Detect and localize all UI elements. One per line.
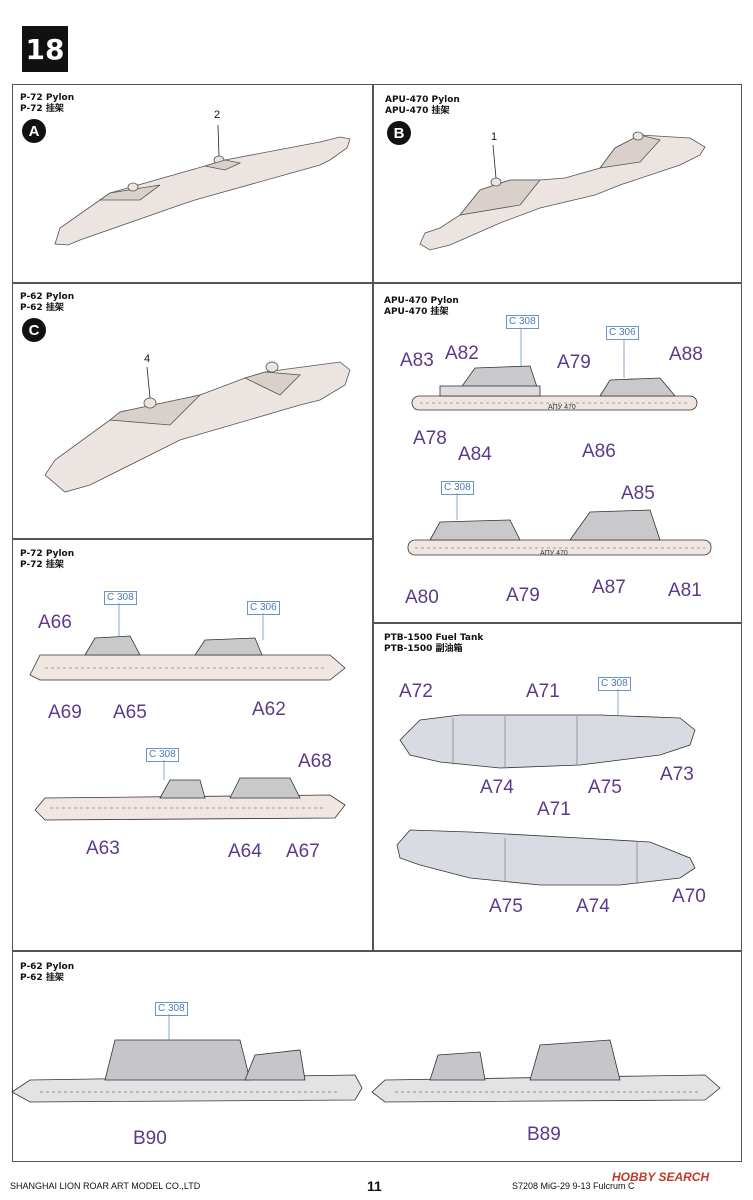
label-a72: A72 (399, 681, 433, 702)
footer-watermark: HOBBY SEARCH (612, 1170, 710, 1184)
label-a79-top: A79 (557, 352, 591, 373)
p62-side-view-right (371, 1039, 721, 1103)
footer-page-number: 11 (367, 1178, 382, 1194)
label-b90: B90 (133, 1128, 167, 1149)
panel-p62-frame (12, 950, 742, 1162)
apu470-pylon-3d-drawing (419, 131, 706, 251)
p72-cref-3: C 308 (146, 748, 179, 762)
label-a82: A82 (445, 343, 479, 364)
label-a67: A67 (286, 841, 320, 862)
label-a74-top: A74 (480, 777, 514, 798)
panel-b-title-en: APU-470 Pylon (385, 95, 460, 105)
panel-p72-title-en: P-72 Pylon (20, 549, 75, 559)
label-a68: A68 (298, 751, 332, 772)
apu-cref-2: C 306 (606, 326, 639, 340)
label-a73: A73 (660, 764, 694, 785)
label-a78: A78 (413, 428, 447, 449)
label-a64: A64 (228, 841, 262, 862)
label-b89: B89 (527, 1124, 561, 1145)
p62-pylon-3d-drawing (44, 361, 351, 493)
panel-b-title: APU-470 Pylon APU-470 挂架 (385, 95, 460, 117)
step-number: 18 (22, 26, 68, 72)
label-a75-bottom: A75 (489, 896, 523, 917)
ptb1500-side-view-top (399, 689, 696, 769)
panel-ptb-title: PTB-1500 Fuel Tank PTB-1500 副油箱 (384, 633, 483, 655)
label-a88: A88 (669, 344, 703, 365)
panel-apu-title: APU-470 Pylon APU-470 挂架 (384, 296, 459, 318)
p72-pylon-3d-drawing (54, 124, 351, 246)
panel-apu-title-en: APU-470 Pylon (384, 296, 459, 306)
p62-side-view-left (11, 1014, 363, 1103)
panel-p72-frame (12, 538, 374, 952)
panel-apu-title-cn: APU-470 挂架 (384, 307, 449, 317)
panel-p62-title-cn: P-62 挂架 (20, 973, 64, 983)
panel-apu-frame (372, 282, 742, 624)
label-a69: A69 (48, 702, 82, 723)
panel-b-title-cn: APU-470 挂架 (385, 106, 450, 116)
panel-a-frame (12, 84, 374, 284)
panel-ptb-title-cn: PTB-1500 副油箱 (384, 644, 463, 654)
footer-company: SHANGHAI LION ROAR ART MODEL CO.,LTD (10, 1181, 201, 1191)
label-a83: A83 (400, 350, 434, 371)
panel-a-title-en: P-72 Pylon (20, 93, 75, 103)
panel-b-part-number: 1 (491, 131, 498, 143)
panel-p62-title-en: P-62 Pylon (20, 962, 75, 972)
panel-p72-title-cn: P-72 挂架 (20, 560, 64, 570)
panel-b-frame (372, 84, 742, 284)
panel-c-title: P-62 Pylon P-62 挂架 (20, 292, 74, 314)
p72-cref-1: C 308 (104, 591, 137, 605)
label-a63: A63 (86, 838, 120, 859)
apu470-side-view-bottom (407, 493, 712, 556)
label-a79-bottom: A79 (506, 585, 540, 606)
label-a81: A81 (668, 580, 702, 601)
apu-stencil-top: AПУ 470 (548, 404, 576, 411)
label-a84: A84 (458, 444, 492, 465)
panel-a-title-cn: P-72 挂架 (20, 104, 64, 114)
label-a87: A87 (592, 577, 626, 598)
panel-c-title-cn: P-62 挂架 (20, 303, 64, 313)
panel-c-part-number: 4 (144, 353, 151, 365)
panel-a-part-number: 2 (214, 109, 221, 121)
label-a75-top: A75 (588, 777, 622, 798)
label-a71-bottom: A71 (537, 799, 571, 820)
ptb-cref: C 308 (598, 677, 631, 691)
panel-b-badge: B (387, 121, 411, 145)
label-a70: A70 (672, 886, 706, 907)
p62-cref: C 308 (155, 1002, 188, 1016)
label-a71-top: A71 (526, 681, 560, 702)
p72-side-view-bottom (34, 760, 346, 821)
panel-ptb-frame (372, 622, 742, 952)
label-a85: A85 (621, 483, 655, 504)
label-a86: A86 (582, 441, 616, 462)
p72-side-view-top (29, 603, 346, 681)
label-a80: A80 (405, 587, 439, 608)
panel-c-frame (12, 282, 374, 540)
apu-cref-1: C 308 (506, 315, 539, 329)
panel-a-title: P-72 Pylon P-72 挂架 (20, 93, 74, 115)
label-a74-bottom: A74 (576, 896, 610, 917)
panel-p62-title: P-62 Pylon P-62 挂架 (20, 962, 74, 984)
panel-p72-title: P-72 Pylon P-72 挂架 (20, 549, 74, 571)
panel-ptb-title-en: PTB-1500 Fuel Tank (384, 633, 484, 643)
label-a66: A66 (38, 612, 72, 633)
panel-c-title-en: P-62 Pylon (20, 292, 75, 302)
label-a65: A65 (113, 702, 147, 723)
apu-stencil-bottom: AПУ 470 (540, 550, 568, 557)
apu470-side-view-top (411, 328, 698, 411)
panel-a-badge: A (22, 119, 46, 143)
ptb1500-side-view-bottom (396, 829, 696, 886)
footer-product: S7208 MiG-29 9-13 Fulcrum C (512, 1181, 635, 1191)
label-a62: A62 (252, 699, 286, 720)
panel-c-badge: C (22, 318, 46, 342)
